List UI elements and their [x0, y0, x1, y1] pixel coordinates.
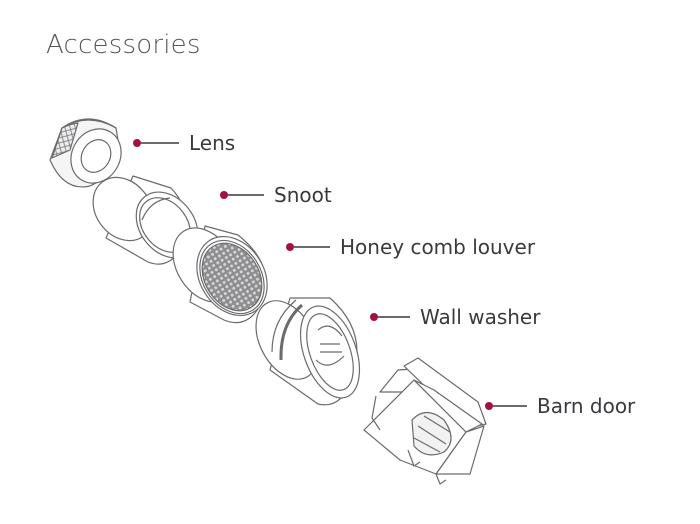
callout-wall-washer: Wall washer [370, 302, 540, 332]
callout-dot [485, 402, 493, 410]
honeycomb-louver-icon [172, 225, 268, 324]
callout-label-barn-door: Barn door [537, 394, 636, 418]
barn-door-icon [363, 357, 487, 485]
page-title: Accessories [46, 30, 201, 60]
callout-dot [286, 243, 294, 251]
callout-label-snoot: Snoot [274, 183, 332, 207]
callout-label-lens: Lens [189, 131, 236, 155]
callout-snoot: Snoot [220, 180, 332, 210]
callout-lens: Lens [133, 128, 235, 158]
callout-dot [133, 139, 141, 147]
callout-honeycomb-louver: Honey comb louver [286, 232, 535, 262]
callout-label-wall-washer: Wall washer [420, 305, 541, 329]
callout-leader-line [493, 405, 527, 407]
callout-leader-line [378, 316, 410, 318]
callout-leader-line [294, 246, 330, 248]
callout-leader-line [228, 194, 264, 196]
callout-dot [220, 191, 228, 199]
callout-dot [370, 313, 378, 321]
callout-barn-door: Barn door [485, 391, 635, 421]
callout-leader-line [141, 142, 179, 144]
lens-icon [49, 118, 122, 188]
wall-washer-icon [255, 297, 361, 406]
callout-label-honeycomb-louver: Honey comb louver [340, 235, 536, 259]
